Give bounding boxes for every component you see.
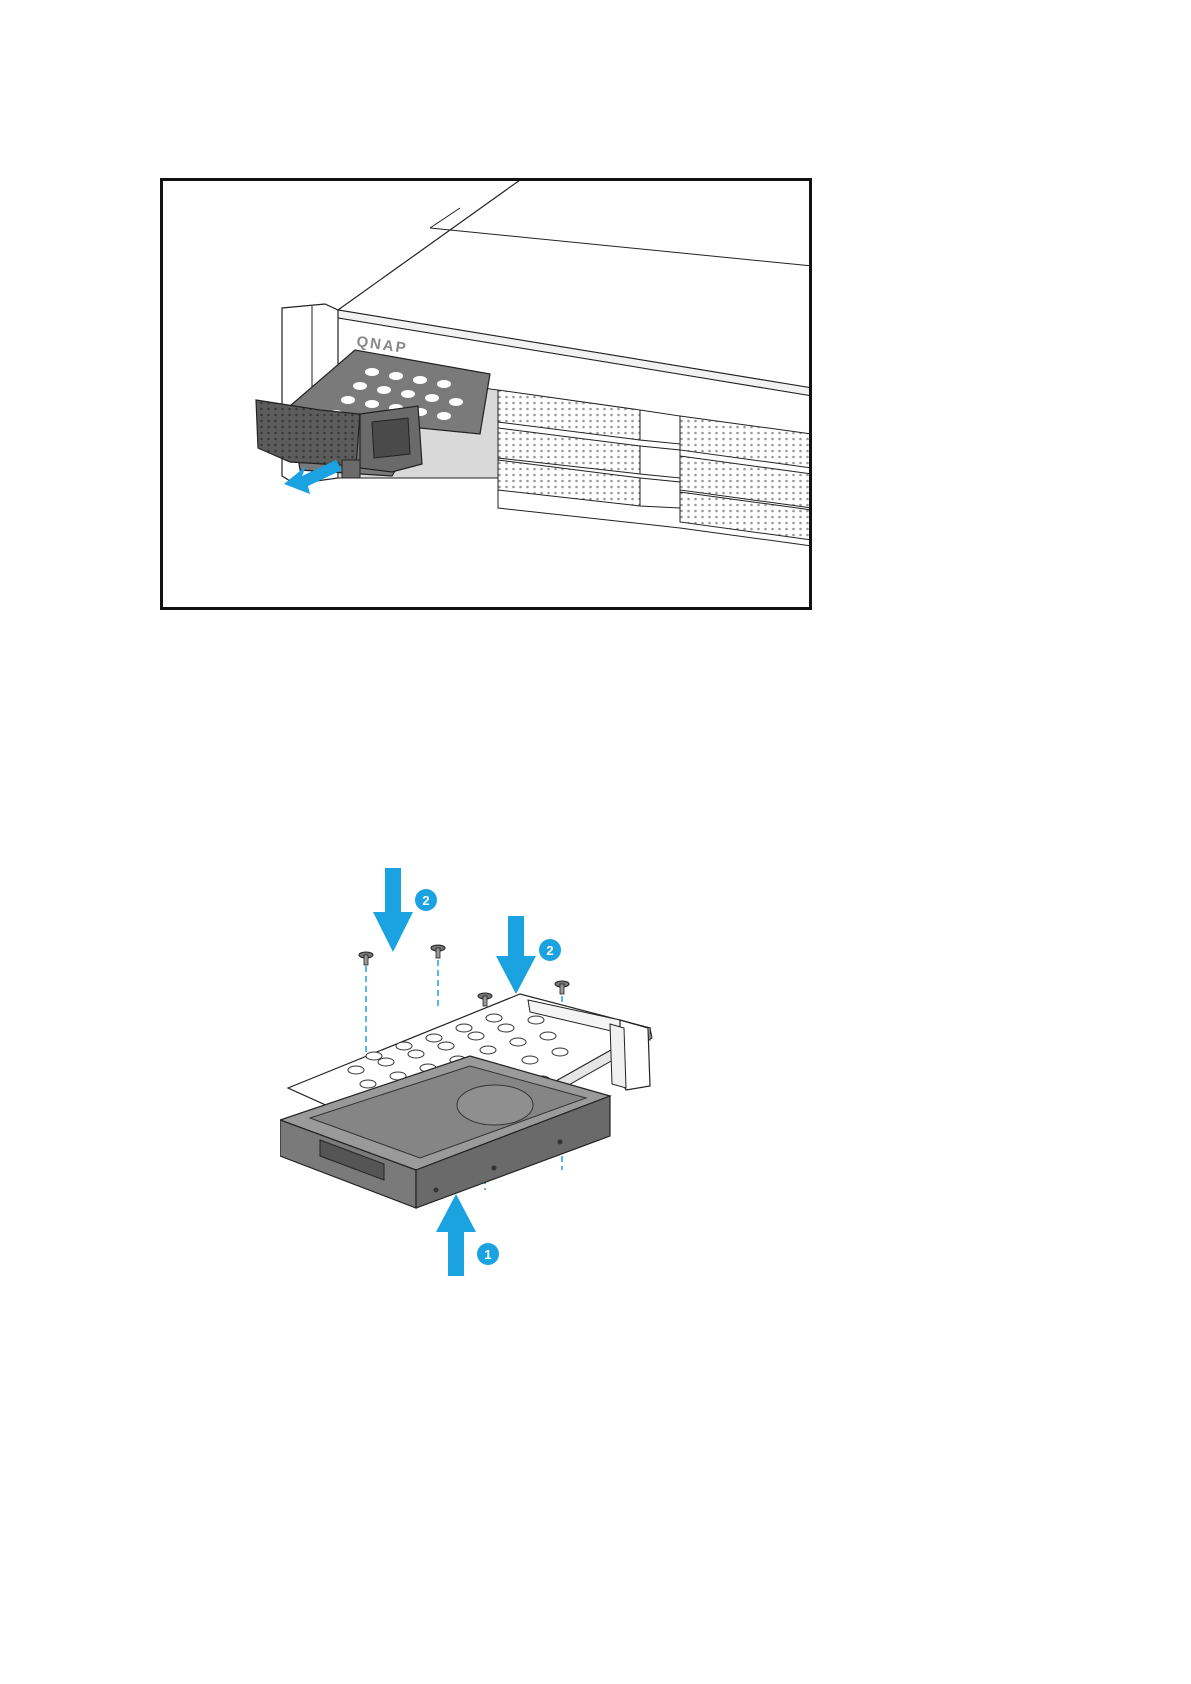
screw-icon [431, 945, 445, 958]
step-badge-2-right: 2 [539, 939, 561, 961]
screw-icon [359, 952, 373, 965]
screw-icon [555, 981, 569, 994]
install-drive-illustration: 2 2 [280, 860, 720, 1370]
up-arrow-icon [436, 1194, 476, 1276]
remove-tray-illustration: QNAP [160, 178, 812, 610]
screw-icon [478, 993, 492, 1006]
step-number: 1 [484, 1247, 491, 1262]
step-number: 2 [422, 893, 429, 908]
step-badge-2-left: 2 [415, 889, 437, 911]
step-number: 2 [546, 943, 553, 958]
down-arrow-icon [496, 916, 536, 994]
figure-install-drive: 2 2 [280, 860, 720, 1370]
down-arrow-icon [373, 868, 413, 952]
step-badge-1: 1 [477, 1243, 499, 1265]
figure-remove-tray: QNAP [160, 178, 812, 610]
